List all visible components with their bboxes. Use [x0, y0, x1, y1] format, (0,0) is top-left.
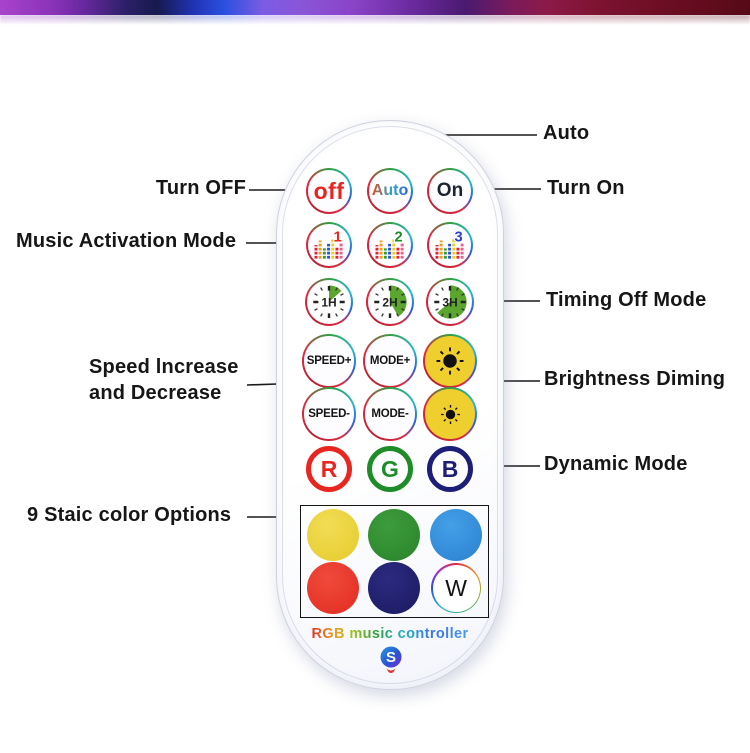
static-color-red-button[interactable] [306, 562, 359, 615]
blue-channel-button[interactable]: B [427, 446, 473, 492]
sun-small-icon [440, 404, 461, 425]
off-button-label: off [313, 177, 345, 204]
clock-icon: 1H [311, 284, 347, 320]
mode-plus-button[interactable]: MODE+ [363, 334, 417, 388]
off-button[interactable]: off [306, 168, 352, 214]
brand-logo-icon: S [380, 646, 402, 673]
music-mode-2-button[interactable]: 2 [367, 222, 413, 268]
mode-plus-label: MODE+ [369, 355, 411, 367]
speed-plus-label: SPEED+ [306, 355, 352, 367]
on-button-label: On [436, 180, 464, 201]
static-color-yellow-button[interactable] [306, 508, 359, 561]
annotation-speed-line1: Speed lncrease [89, 356, 239, 378]
music-mode-3-button[interactable]: 3 [427, 222, 473, 268]
annotation-turn-off: Turn OFF [155, 177, 246, 199]
static-color-blue-button[interactable] [430, 508, 483, 561]
music-mode-2-number: 2 [395, 230, 403, 246]
annotation-music-activation: Music Activation Mode [16, 230, 237, 252]
timer-2h-label: 2H [382, 296, 397, 310]
timer-2h-button[interactable]: 2H [366, 278, 414, 326]
music-mode-1-number: 1 [334, 230, 342, 246]
annotation-static-colors: 9 Staic color Options [27, 504, 232, 526]
green-channel-button[interactable]: G [367, 446, 413, 492]
timer-1h-label: 1H [321, 296, 336, 310]
red-channel-label: R [320, 455, 338, 482]
static-color-green-button[interactable] [368, 508, 421, 561]
timer-3h-button[interactable]: 3H [426, 278, 474, 326]
annotation-speed-line2: and Decrease [89, 382, 222, 404]
svg-text:S: S [386, 649, 396, 666]
brand-text: RGB music controller [277, 626, 503, 642]
music-mode-3-number: 3 [455, 230, 463, 246]
auto-button-label: Auto [371, 182, 409, 199]
annotation-brightness: Brightness Diming [544, 368, 726, 390]
annotation-auto: Auto [543, 122, 590, 144]
auto-button[interactable]: Auto [367, 168, 413, 214]
annotation-turn-on: Turn On [547, 177, 625, 199]
red-channel-button[interactable]: R [306, 446, 352, 492]
decorative-gradient-reflection [0, 15, 750, 25]
remote-body: off Auto On 1 2 3 [276, 120, 504, 690]
timer-3h-label: 3H [442, 296, 457, 310]
music-mode-1-button[interactable]: 1 [306, 222, 352, 268]
decorative-gradient-banner [0, 0, 750, 15]
white-button-label: W [445, 574, 468, 601]
speed-minus-button[interactable]: SPEED- [302, 387, 356, 441]
annotation-dynamic-mode: Dynamic Mode [544, 453, 688, 475]
mode-minus-button[interactable]: MODE- [363, 387, 417, 441]
on-button[interactable]: On [427, 168, 473, 214]
annotation-speed: Speed lncrease and Decrease [89, 354, 239, 406]
speed-button-group: SPEED+ SPEED- [302, 334, 356, 441]
white-button[interactable]: W [431, 563, 482, 614]
green-channel-label: G [381, 455, 399, 482]
annotation-timing-off: Timing Off Mode [546, 289, 707, 311]
clock-icon: 3H [432, 284, 468, 320]
brightness-down-button[interactable] [423, 387, 477, 441]
speed-plus-button[interactable]: SPEED+ [302, 334, 356, 388]
mode-button-group: MODE+ MODE- [363, 334, 417, 441]
sun-large-icon [435, 346, 465, 376]
equalizer-icon: 2 [373, 228, 404, 262]
speed-minus-label: SPEED- [308, 408, 350, 420]
mode-minus-label: MODE- [371, 408, 409, 420]
brightness-up-button[interactable] [423, 334, 477, 388]
equalizer-icon: 3 [433, 228, 464, 262]
brightness-button-group [423, 334, 477, 441]
static-color-block: W [300, 505, 489, 618]
equalizer-icon: 1 [312, 228, 343, 262]
blue-channel-label: B [441, 455, 459, 482]
clock-icon: 2H [372, 284, 408, 320]
timer-1h-button[interactable]: 1H [305, 278, 353, 326]
static-color-navy-button[interactable] [368, 562, 421, 615]
